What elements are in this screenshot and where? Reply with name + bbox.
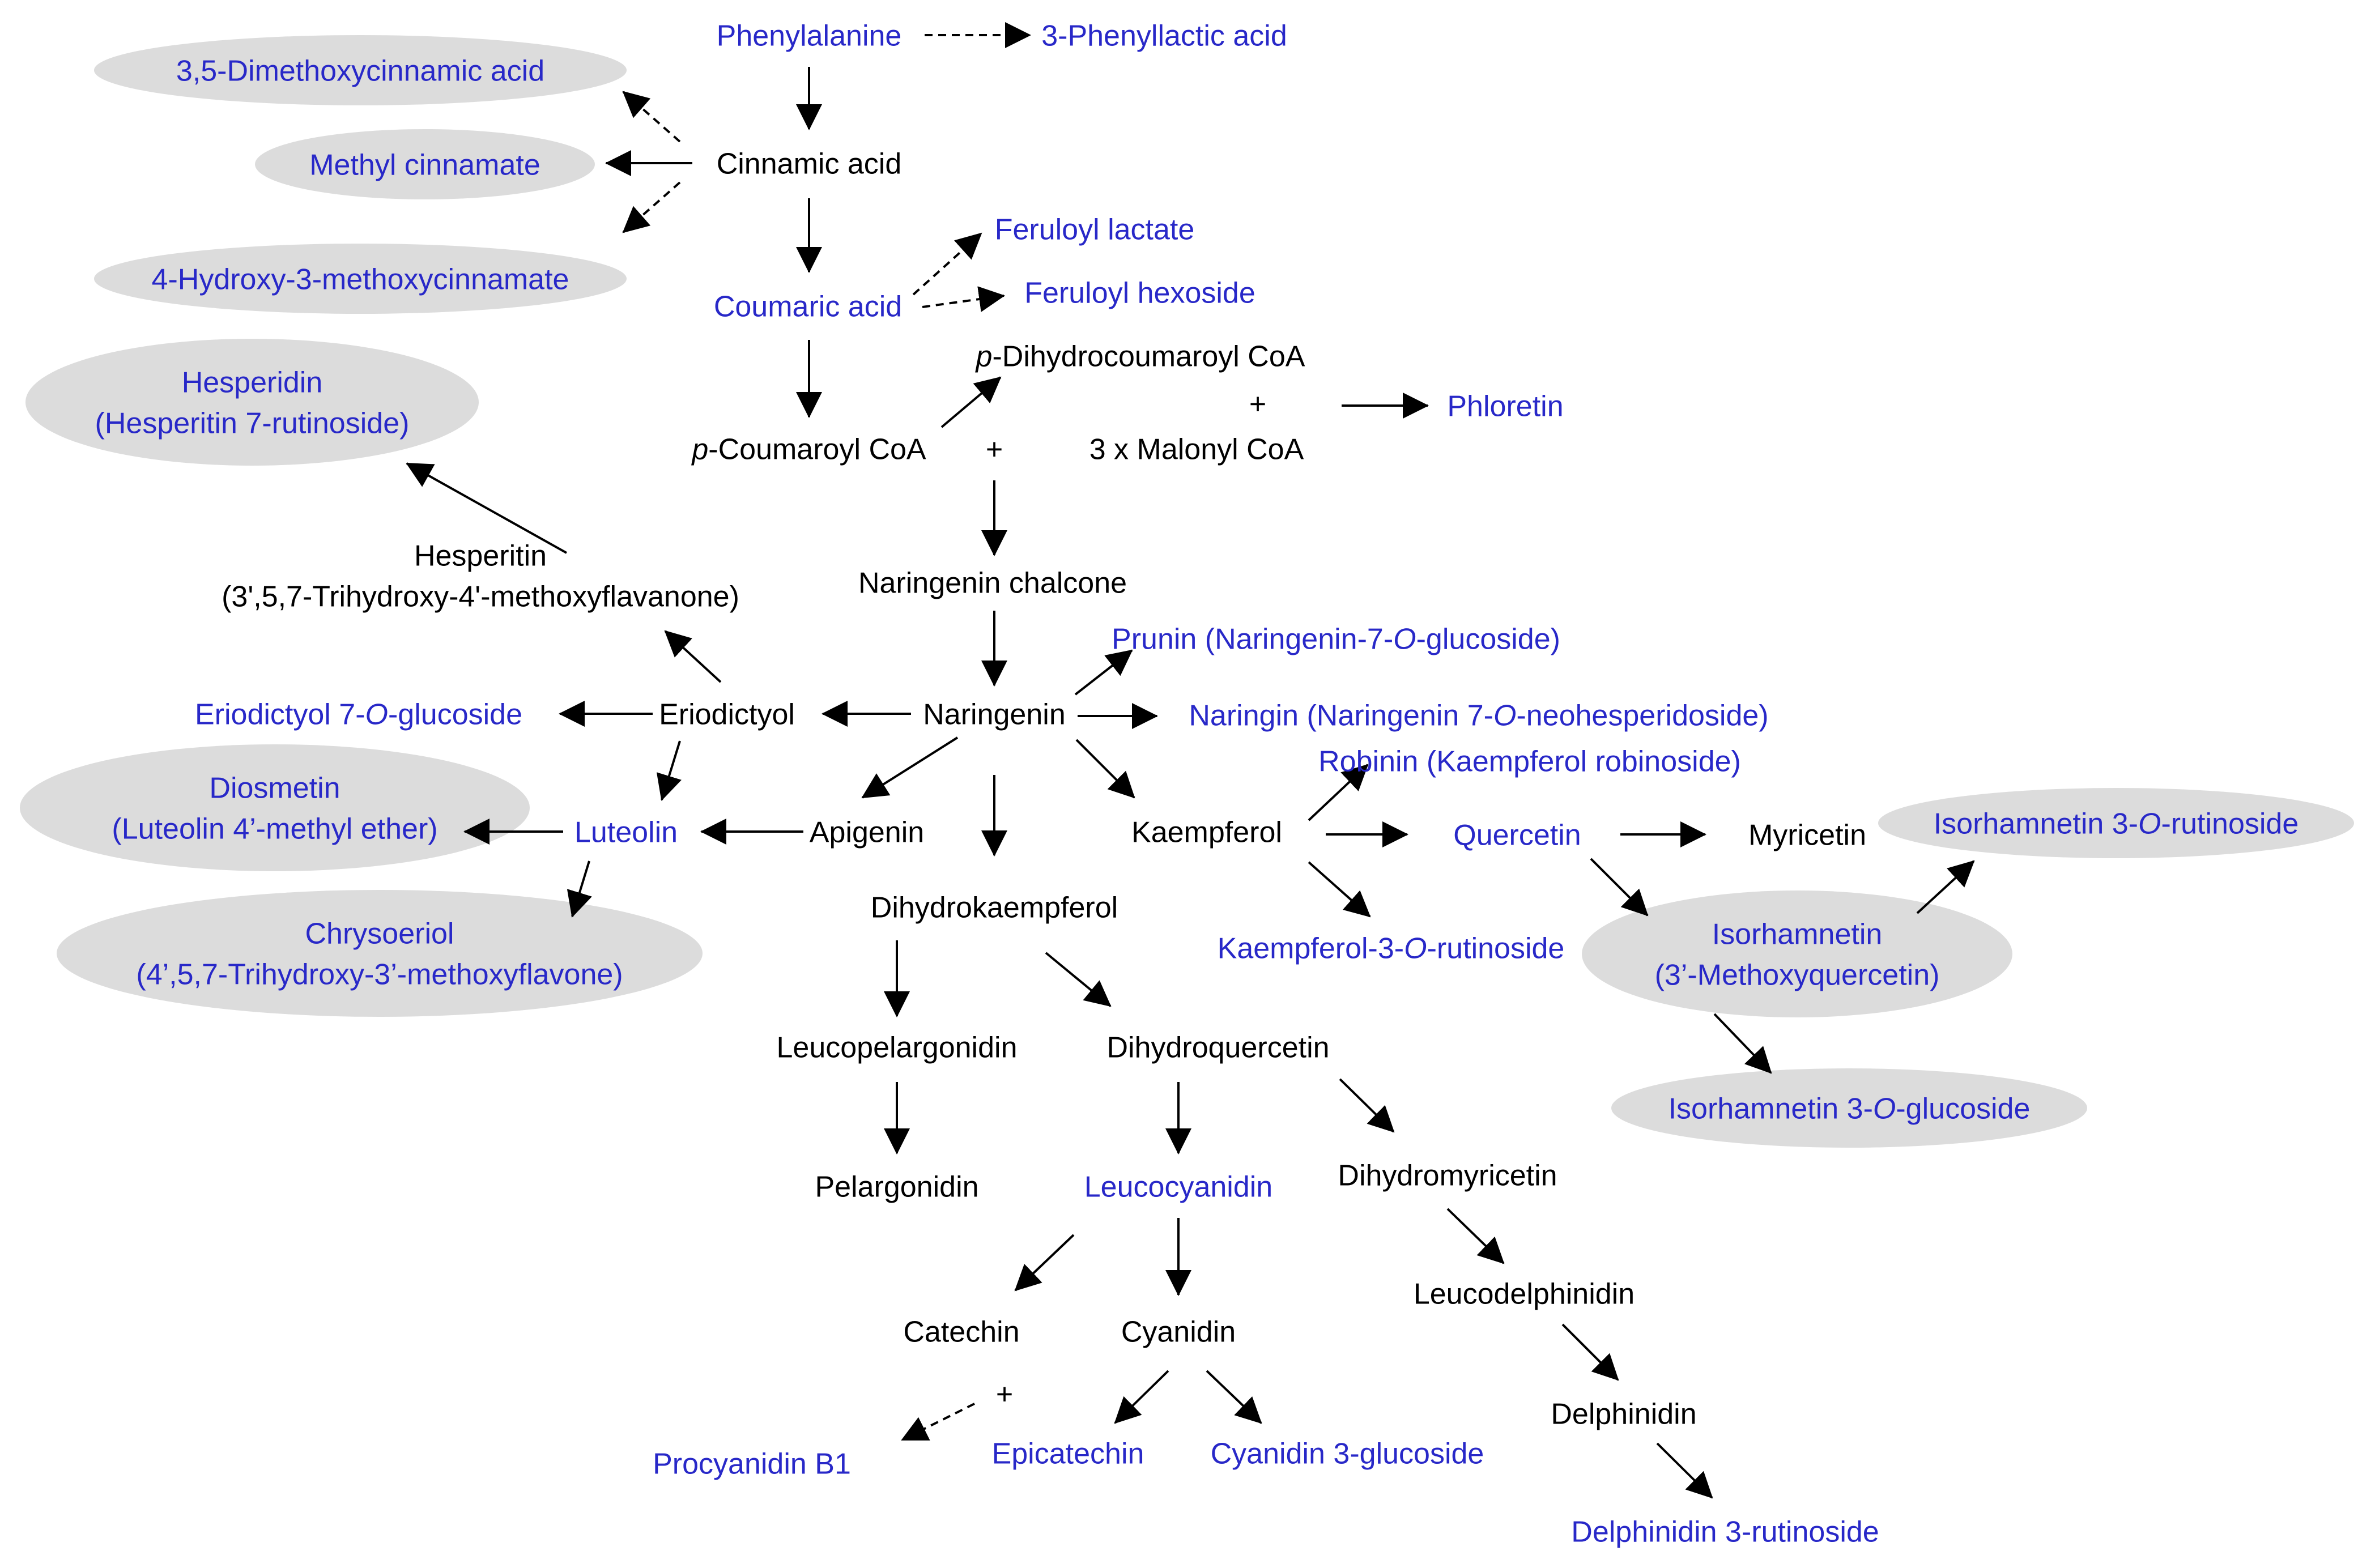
arrow-kaempferol-to-robinin bbox=[1308, 764, 1369, 821]
compound-eriodictyolglucoside: Eriodictyol 7-O-glucoside bbox=[195, 698, 522, 731]
arrow-eriodictyol-to-luteolin bbox=[656, 740, 682, 801]
compound-eriodictyol: Eriodictyol bbox=[659, 698, 795, 731]
arrow-dihydroquercetin-to-dihydromyricetin bbox=[1339, 1078, 1395, 1133]
arrow-eriodictyol-to-hesperitin bbox=[664, 630, 722, 683]
compound-apigenin: Apigenin bbox=[810, 816, 924, 849]
arrow-dihydrokaempferol-to-dihydroquercetin bbox=[1045, 952, 1112, 1007]
compound-isorhamnetinrutinoside: Isorhamnetin 3-O-rutinoside bbox=[1934, 808, 2299, 841]
compound-naringenin: Naringenin bbox=[923, 698, 1066, 731]
hesperidin-highlight-ellipse bbox=[25, 339, 479, 466]
arrow-cyanidin-to-cyanidinglucoside bbox=[1206, 1370, 1262, 1424]
compound-luteolin: Luteolin bbox=[574, 816, 678, 849]
compound-plus2: + bbox=[986, 433, 1003, 466]
arrow-cinnamic-to-hydroxymethoxycinnamate bbox=[622, 181, 681, 233]
arrow-kaempferol-to-kaempferolrutinoside bbox=[1308, 861, 1371, 918]
compound-hesperitin: Hesperitin(3',5,7-Trihydroxy-4'-methoxyf… bbox=[222, 540, 739, 613]
compound-delphinidinrutinoside: Delphinidin 3-rutinoside bbox=[1571, 1516, 1879, 1549]
compound-leucodelphinidin: Leucodelphinidin bbox=[1414, 1278, 1635, 1311]
compound-methylcinnamate: Methyl cinnamate bbox=[309, 149, 540, 182]
arrow-catechin-to-procyanidin bbox=[901, 1403, 975, 1441]
arrow-cyanidin-to-epicatechin bbox=[1114, 1370, 1169, 1424]
arrow-leucodelphinidin-to-delphinidin bbox=[1561, 1323, 1619, 1381]
compound-catechin: Catechin bbox=[903, 1316, 1019, 1349]
arrow-hesperitin-to-hesperidin bbox=[406, 462, 567, 554]
compound-feruloyllactate: Feruloyl lactate bbox=[995, 214, 1195, 246]
compound-pelargonidin: Pelargonidin bbox=[815, 1171, 978, 1204]
arrow-leucocyanidin-to-catechin bbox=[1014, 1234, 1075, 1292]
compound-leucopelargonidin: Leucopelargonidin bbox=[776, 1032, 1017, 1064]
pathway-arrows bbox=[406, 22, 1975, 1499]
arrow-cinnamic-to-dimethoxycinnamic bbox=[622, 91, 681, 143]
compound-myricetin: Myricetin bbox=[1748, 819, 1866, 852]
compound-prunin: Prunin (Naringenin-7-O-glucoside) bbox=[1112, 623, 1560, 656]
compound-delphinidin: Delphinidin bbox=[1551, 1398, 1696, 1431]
arrow-coumaric-to-feruloylhexoside bbox=[922, 286, 1005, 312]
compound-kaempferolrutinoside: Kaempferol-3-O-rutinoside bbox=[1218, 932, 1565, 965]
compound-diosmetin: Diosmetin(Luteolin 4’-methyl ether) bbox=[112, 772, 437, 846]
hydroxymethoxycinnamate-highlight-ellipse bbox=[94, 244, 627, 314]
arrow-luteolin-to-chrysoeriol bbox=[861, 736, 959, 799]
compound-dihydrokaempferol: Dihydrokaempferol bbox=[871, 892, 1118, 924]
compound-naringin: Naringin (Naringenin 7-O-neohesperidosid… bbox=[1189, 700, 1768, 732]
diosmetin-highlight-ellipse bbox=[20, 744, 530, 871]
arrow-coumaric-to-feruloyllactate bbox=[912, 232, 982, 296]
compound-dimethoxycinnamic: 3,5-Dimethoxycinnamic acid bbox=[176, 55, 544, 88]
compound-quercetin: Quercetin bbox=[1453, 819, 1581, 852]
compound-labels: Phenylalanine 3-Phenyllactic acid 3,5-Dime… bbox=[95, 20, 2299, 1549]
compound-feruloylhexoside: Feruloyl hexoside bbox=[1024, 277, 1255, 310]
methylcinnamate-highlight-ellipse bbox=[255, 129, 595, 199]
arrow-quercetin-to-isorhamnetin bbox=[1590, 858, 1649, 917]
compound-plus1: + bbox=[1249, 388, 1266, 421]
arrow-isorhamnetin-to-isorhamnetinrutinoside bbox=[1916, 860, 1975, 914]
compound-hydroxymethoxycinnamate: 4-Hydroxy-3-methoxycinnamate bbox=[152, 263, 569, 296]
compound-phenylalanine: Phenylalanine bbox=[717, 20, 902, 53]
chrysoeriol-highlight-ellipse bbox=[57, 890, 703, 1017]
compound-kaempferol: Kaempferol bbox=[1131, 816, 1282, 849]
arrow-luteolin-to-diosmetin bbox=[567, 860, 592, 918]
compound-dihydrocoumaroyl: p-Dihydrocoumaroyl CoA bbox=[975, 340, 1305, 373]
compound-procyanidin: Procyanidin B1 bbox=[653, 1448, 851, 1481]
arrow-dihydromyricetin-to-leucodelphinidin bbox=[1446, 1208, 1505, 1264]
compound-plus3: + bbox=[996, 1378, 1013, 1411]
isorhamnetin-highlight-ellipse bbox=[1582, 890, 2012, 1017]
compound-hesperidin: Hesperidin(Hesperitin 7-rutinoside) bbox=[95, 367, 410, 440]
compound-phloretin: Phloretin bbox=[1447, 390, 1563, 423]
compound-chalcone: Naringenin chalcone bbox=[858, 567, 1127, 600]
compound-phenyllactic: 3-Phenyllactic acid bbox=[1041, 20, 1287, 53]
arrow-isorhamnetin-to-isorhamnetinglucoside bbox=[1713, 1013, 1772, 1074]
compound-dihydromyricetin: Dihydromyricetin bbox=[1338, 1160, 1557, 1192]
highlight-ellipses bbox=[20, 35, 2354, 1148]
compound-coumaroylcoa: p-Coumaroyl CoA bbox=[691, 433, 926, 466]
arrow-coumaroylcoa-to-dihydrocoumaroyl bbox=[940, 376, 1002, 428]
compound-epicatechin: Epicatechin bbox=[992, 1438, 1144, 1471]
arrow-naringenin-to-kaempferol bbox=[1075, 739, 1135, 799]
compound-cyanidin: Cyanidin bbox=[1121, 1316, 1236, 1349]
arrow-delphinidin-to-delphinidinrutinoside bbox=[1656, 1442, 1713, 1499]
compound-cinnamic: Cinnamic acid bbox=[717, 148, 902, 181]
compound-dihydroquercetin: Dihydroquercetin bbox=[1106, 1032, 1329, 1064]
arrow-naringenin-to-prunin bbox=[1074, 649, 1133, 696]
compound-chrysoeriol: Chrysoeriol(4’,5,7-Trihydroxy-3’-methoxy… bbox=[136, 918, 623, 991]
compound-isorhamnetinglucoside: Isorhamnetin 3-O-glucoside bbox=[1669, 1093, 2031, 1126]
dimethoxycinnamic-highlight-ellipse bbox=[94, 35, 627, 105]
compound-cyanidinglucoside: Cyanidin 3-glucoside bbox=[1211, 1438, 1484, 1471]
compound-coumaric: Coumaric acid bbox=[714, 291, 902, 323]
compound-malonyl: 3 x Malonyl CoA bbox=[1089, 433, 1304, 466]
compound-leucocyanidin: Leucocyanidin bbox=[1084, 1171, 1272, 1204]
isorhamnetinglucoside-highlight-ellipse bbox=[1611, 1068, 2087, 1148]
compound-robinin: Robinin (Kaempferol robinoside) bbox=[1318, 745, 1741, 778]
isorhamnetinrutinoside-highlight-ellipse bbox=[1878, 788, 2354, 858]
compound-isorhamnetin: Isorhamnetin(3’-Methoxyquercetin) bbox=[1655, 918, 1940, 992]
